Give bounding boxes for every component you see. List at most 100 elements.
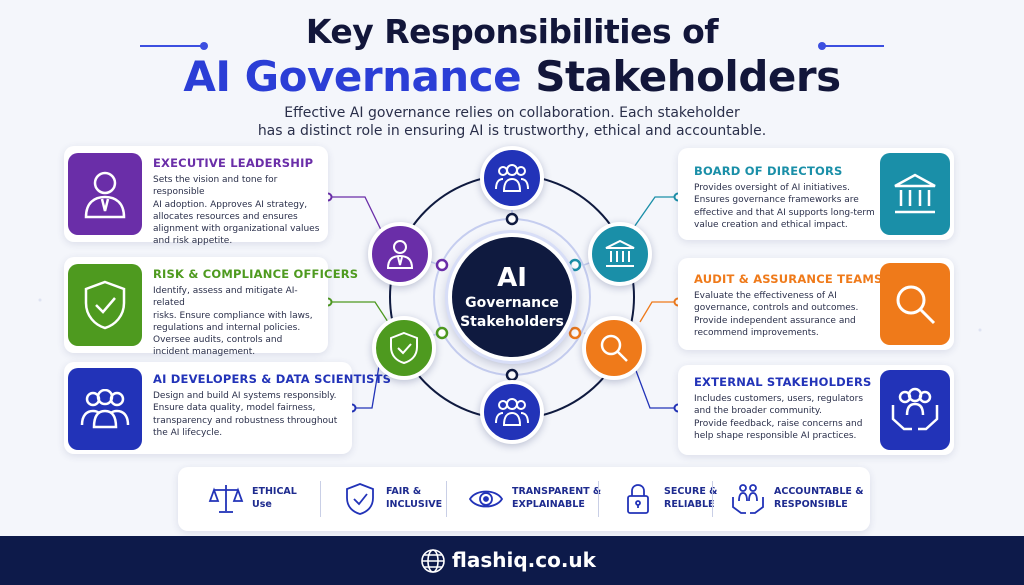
globe-icon bbox=[421, 549, 445, 573]
ring-node-team bbox=[480, 146, 544, 210]
card-executive-leadership: EXECUTIVE LEADERSHIP Sets the vision and… bbox=[64, 146, 328, 246]
card-description: Includes customers, users, regulators an… bbox=[694, 393, 863, 442]
principle-label: SECURE & RELIABLE bbox=[664, 485, 717, 511]
card-text-line: the AI lifecycle. bbox=[153, 427, 223, 438]
principle-label-line2: RELIABLE bbox=[664, 499, 715, 510]
card-text-line: transparency and robustness throughout bbox=[153, 415, 338, 426]
card-external-stakeholders: EXTERNAL STAKEHOLDERS Includes customers… bbox=[678, 365, 954, 455]
scales-icon bbox=[208, 485, 244, 513]
card-text-line: help shape responsible AI practices. bbox=[694, 430, 857, 441]
card-text-line: value creation and ethical impact. bbox=[694, 219, 848, 230]
page-title-accent: AI Governance bbox=[183, 52, 522, 101]
card-text-line: AI adoption. Approves AI strategy, bbox=[153, 199, 308, 210]
principle-label: ETHICAL Use bbox=[252, 485, 297, 511]
card-board-of-directors: BOARD OF DIRECTORS Provides oversight of… bbox=[678, 148, 954, 240]
principle-label-line1: ETHICAL bbox=[252, 486, 297, 497]
principle-label-line1: SECURE & bbox=[664, 486, 718, 497]
footer-bar: flashiq.co.uk bbox=[0, 536, 1024, 585]
shield-check-icon bbox=[68, 264, 142, 346]
user-tie-icon bbox=[68, 153, 142, 235]
principle-accountable: ACCOUNTABLE &RESPONSIBLE bbox=[730, 467, 864, 531]
principle-label: ACCOUNTABLE &RESPONSIBLE bbox=[774, 485, 864, 511]
page-title-line2: AI Governance Stakeholders bbox=[0, 52, 1024, 101]
principle-label-line1: FAIR & bbox=[386, 486, 422, 497]
principle-fair: FAIR & INCLUSIVE bbox=[342, 467, 452, 531]
card-text-line: Sets the vision and tone for responsible bbox=[153, 175, 278, 198]
card-title: EXTERNAL STAKEHOLDERS bbox=[694, 375, 872, 389]
card-text-line: governance, controls and outcomes. bbox=[694, 303, 859, 314]
card-text-line: allocates resources and ensures bbox=[153, 211, 298, 222]
ring-node-executive bbox=[368, 222, 432, 286]
principles-bar: ETHICAL Use FAIR & INCLUSIVE TRANSPARENT &… bbox=[178, 467, 870, 531]
padlock-icon bbox=[627, 484, 649, 514]
institution-icon bbox=[880, 153, 950, 235]
card-text-line: effective and that AI supports long-term bbox=[694, 207, 875, 218]
card-description: Identify, assess and mitigate AI-related… bbox=[153, 285, 328, 359]
card-text-line: Provides oversight of AI initiatives. bbox=[694, 183, 850, 193]
card-title: EXECUTIVE LEADERSHIP bbox=[153, 156, 314, 170]
subtitle-line1: Effective AI governance relies on collab… bbox=[284, 105, 740, 121]
principle-transparent: TRANSPARENT & EXPLAINABLE bbox=[468, 467, 608, 531]
card-ai-developers: AI DEVELOPERS & DATA SCIENTISTS Design a… bbox=[64, 362, 391, 454]
card-text-line: incident management. bbox=[153, 347, 256, 358]
card-text-line: Ensure data quality, model fairness, bbox=[153, 403, 316, 414]
card-text-line: alignment with organizational values bbox=[153, 224, 320, 235]
card-text-line: Design and build AI systems responsibly. bbox=[153, 391, 337, 401]
card-description: Provides oversight of AI initiatives. En… bbox=[694, 182, 875, 231]
principle-label-line2: Use bbox=[252, 499, 272, 510]
principle-secure: SECURE & RELIABLE bbox=[620, 467, 730, 531]
card-text-line: Oversee audits, controls and bbox=[153, 335, 283, 346]
card-text-line: Provide feedback, raise concerns and bbox=[694, 418, 863, 429]
hub-line3: Stakeholders bbox=[460, 314, 564, 330]
subtitle-line2: has a distinct role in ensuring AI is tr… bbox=[257, 123, 767, 139]
magnifier-icon bbox=[880, 263, 950, 345]
card-text-line: Identify, assess and mitigate AI-related bbox=[153, 286, 298, 309]
card-text-line: Includes customers, users, regulators bbox=[694, 394, 864, 404]
principle-ethical: ETHICAL Use bbox=[208, 467, 318, 531]
card-text-line: regulations and internal policies. bbox=[153, 322, 301, 333]
card-text-line: Ensures governance frameworks are bbox=[694, 195, 859, 206]
principle-separator bbox=[446, 481, 447, 517]
card-title: AUDIT & ASSURANCE TEAMS bbox=[694, 272, 883, 286]
card-audit-assurance: AUDIT & ASSURANCE TEAMS Evaluate the eff… bbox=[678, 258, 954, 350]
principle-label-line1: TRANSPARENT & bbox=[512, 486, 602, 497]
card-description: Design and build AI systems responsibly.… bbox=[153, 390, 337, 439]
community-hands-icon bbox=[880, 370, 950, 450]
shield-check-icon bbox=[346, 483, 374, 515]
hub-line1: AI bbox=[497, 263, 527, 293]
card-title: BOARD OF DIRECTORS bbox=[694, 164, 843, 178]
hub-line2: Governance bbox=[465, 295, 559, 311]
central-hub: AI Governance Stakeholders bbox=[448, 233, 576, 361]
card-text-line: and the broader community. bbox=[694, 406, 822, 417]
page-title-rest: Stakeholders bbox=[535, 52, 841, 101]
card-text-line: Provide independent assurance and bbox=[694, 315, 856, 326]
footer-website[interactable]: flashiq.co.uk bbox=[452, 548, 596, 572]
card-text-line: recommend improvements. bbox=[694, 327, 819, 338]
card-text-line: Evaluate the effectiveness of AI bbox=[694, 291, 837, 301]
principle-label-line2: RESPONSIBLE bbox=[774, 499, 848, 510]
title-decoration-left-dot bbox=[200, 42, 208, 50]
ring-node-risk bbox=[372, 316, 436, 380]
card-description: Evaluate the effectiveness of AI governa… bbox=[694, 290, 858, 339]
ring-node-audit bbox=[582, 316, 646, 380]
card-text-line: risks. Ensure compliance with laws, bbox=[153, 310, 313, 321]
ring-node-board bbox=[588, 222, 652, 286]
principle-label-line2: EXPLAINABLE bbox=[512, 499, 585, 510]
title-decoration-left-line bbox=[140, 45, 202, 47]
principle-separator bbox=[712, 481, 713, 517]
card-title: RISK & COMPLIANCE OFFICERS bbox=[153, 267, 359, 281]
ring-node-developers bbox=[480, 380, 544, 444]
principle-label-line2: INCLUSIVE bbox=[386, 499, 443, 510]
eye-icon bbox=[468, 490, 504, 508]
principle-separator bbox=[320, 481, 321, 517]
principle-label: TRANSPARENT & EXPLAINABLE bbox=[512, 485, 601, 511]
page-title-line1: Key Responsibilities of bbox=[305, 12, 719, 51]
principle-separator bbox=[598, 481, 599, 517]
team-icon bbox=[68, 368, 142, 450]
people-hands-icon bbox=[732, 484, 764, 514]
card-description: Sets the vision and tone for responsible… bbox=[153, 174, 328, 248]
card-risk-compliance: RISK & COMPLIANCE OFFICERS Identify, ass… bbox=[64, 257, 358, 357]
page-subtitle: Effective AI governance relies on collab… bbox=[0, 104, 1024, 140]
card-text-line: and risk appetite. bbox=[153, 236, 233, 247]
card-title: AI DEVELOPERS & DATA SCIENTISTS bbox=[153, 372, 392, 386]
